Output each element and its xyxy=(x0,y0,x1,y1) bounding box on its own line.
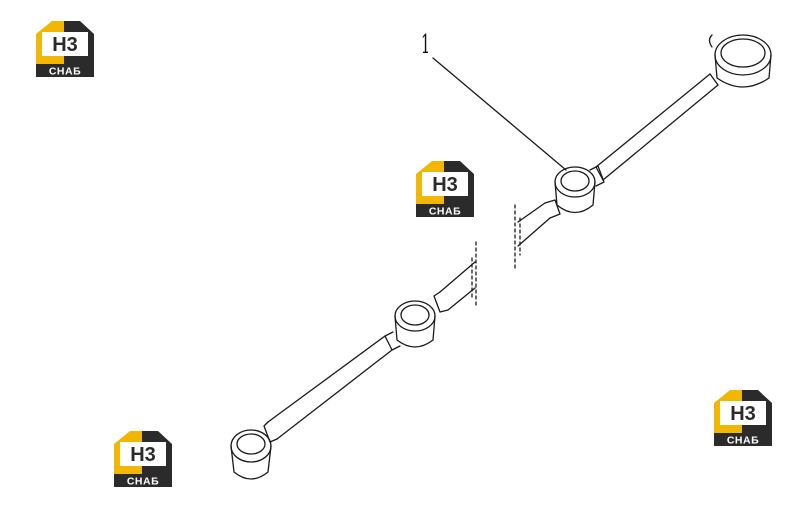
lower-rod xyxy=(263,335,393,443)
callout-label-1: 1 xyxy=(421,30,431,60)
svg-text:Н3: Н3 xyxy=(52,34,78,56)
nz-snab-logo-icon: Н3 СНАБ xyxy=(112,428,174,488)
lower-end-ring xyxy=(230,429,272,480)
watermark-logo: Н3 СНАБ xyxy=(34,18,96,78)
watermark-logo: Н3 СНАБ xyxy=(112,428,174,488)
upper-rod xyxy=(595,73,719,181)
nz-snab-logo-icon: Н3 СНАБ xyxy=(34,18,96,78)
nz-snab-logo-icon: Н3 СНАБ xyxy=(712,387,774,447)
svg-text:Н3: Н3 xyxy=(432,174,458,196)
lower-center-ring xyxy=(384,300,436,351)
upper-break xyxy=(514,204,521,269)
lower-stub xyxy=(433,261,476,313)
svg-text:СНАБ: СНАБ xyxy=(49,66,81,78)
svg-text:СНАБ: СНАБ xyxy=(429,206,461,218)
watermark-logo: Н3 СНАБ xyxy=(414,158,476,218)
upper-stub xyxy=(517,199,561,247)
svg-text:Н3: Н3 xyxy=(130,444,156,466)
callout-leader-line xyxy=(432,57,567,171)
lower-break xyxy=(471,241,477,306)
svg-text:СНАБ: СНАБ xyxy=(727,435,759,447)
nz-snab-logo-icon: Н3 СНАБ xyxy=(414,158,476,218)
svg-text:СНАБ: СНАБ xyxy=(127,476,159,488)
watermark-logo: Н3 СНАБ xyxy=(712,387,774,447)
upper-center-ring xyxy=(554,165,605,214)
upper-end-ring xyxy=(708,34,772,88)
svg-text:Н3: Н3 xyxy=(730,403,756,425)
